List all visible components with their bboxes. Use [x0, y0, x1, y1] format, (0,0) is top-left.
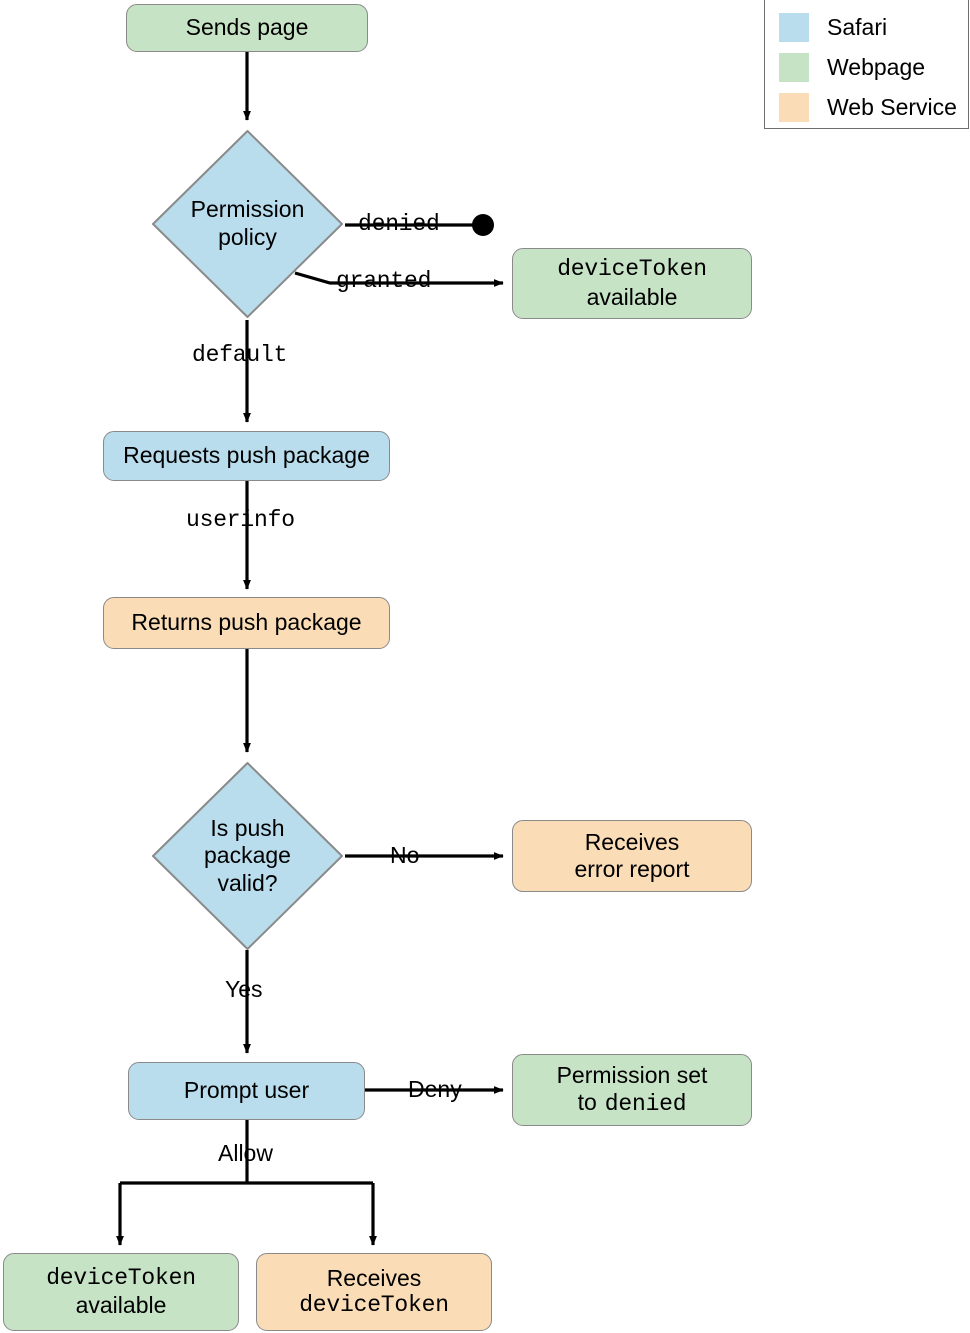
legend: Safari Webpage Web Service — [764, 0, 969, 129]
legend-swatch-webpage — [779, 52, 809, 82]
node-is-push-package-valid[interactable]: Is push package valid? — [150, 760, 345, 952]
node-sends-page-label: Sends page — [185, 14, 309, 41]
node-prompt-user[interactable]: Prompt user — [128, 1062, 365, 1120]
node-sends-page[interactable]: Sends page — [126, 4, 368, 52]
device-token-available-bottom-line1: deviceToken — [46, 1264, 196, 1291]
legend-label-webpage: Webpage — [827, 53, 926, 80]
permission-set-to-denied-line1: Permission set — [556, 1061, 708, 1088]
legend-label-safari: Safari — [827, 13, 888, 40]
edge-label-granted: granted — [336, 268, 432, 294]
receives-error-report-line1: Receives — [584, 828, 680, 855]
node-is-push-package-valid-label: Is push package valid? — [150, 760, 345, 952]
permission-policy-line1: Permission — [190, 196, 305, 223]
is-push-package-valid-line2: package — [204, 842, 291, 869]
node-receives-device-token[interactable]: Receives deviceToken — [256, 1253, 492, 1331]
node-requests-push-package[interactable]: Requests push package — [103, 431, 390, 481]
is-push-package-valid-line3: valid? — [217, 869, 278, 896]
edge-label-userinfo: userinfo — [186, 507, 295, 533]
node-returns-push-package[interactable]: Returns push package — [103, 597, 390, 649]
device-token-available-bottom-line2: available — [75, 1292, 167, 1318]
permission-set-to-denied-line2-mono: denied — [604, 1091, 687, 1117]
receives-error-report-line2: error report — [574, 856, 690, 882]
edge-label-deny: Deny — [408, 1076, 462, 1102]
node-permission-policy[interactable]: Permission policy — [150, 128, 345, 320]
edge-label-no: No — [390, 842, 420, 868]
denied-terminator-dot — [472, 214, 494, 236]
legend-label-web-service: Web Service — [827, 93, 957, 120]
device-token-available-top-line2: available — [586, 283, 678, 310]
node-permission-policy-label: Permission policy — [150, 128, 345, 320]
node-requests-push-package-label: Requests push package — [123, 442, 370, 469]
node-device-token-available-top[interactable]: deviceToken available — [512, 248, 752, 319]
node-receives-error-report[interactable]: Receives error report — [512, 820, 752, 892]
legend-swatch-safari — [779, 12, 809, 42]
device-token-available-top-line1: deviceToken — [557, 256, 707, 283]
legend-item-web-service: Web Service — [779, 87, 968, 127]
permission-policy-line2: policy — [218, 224, 277, 250]
legend-item-webpage: Webpage — [779, 47, 968, 87]
is-push-package-valid-diamond-shape — [152, 762, 343, 950]
node-returns-push-package-label: Returns push package — [131, 609, 362, 636]
edge-label-yes: Yes — [225, 976, 263, 1002]
node-device-token-available-bottom[interactable]: deviceToken available — [3, 1253, 239, 1331]
receives-device-token-line2: deviceToken — [299, 1292, 449, 1318]
permission-set-to-denied-line2-prefix: to — [577, 1089, 597, 1115]
node-permission-set-to-denied[interactable]: Permission set to denied — [512, 1054, 752, 1126]
edge-label-allow: Allow — [218, 1140, 273, 1166]
node-prompt-user-label: Prompt user — [183, 1077, 310, 1104]
legend-swatch-web-service — [779, 92, 809, 122]
legend-item-safari: Safari — [779, 7, 968, 47]
is-push-package-valid-line1: Is push — [210, 814, 285, 841]
receives-device-token-line1: Receives — [326, 1264, 422, 1291]
edge-label-denied: denied — [358, 211, 440, 237]
permission-policy-diamond-shape — [152, 130, 343, 318]
edge-label-default: default — [192, 342, 288, 368]
